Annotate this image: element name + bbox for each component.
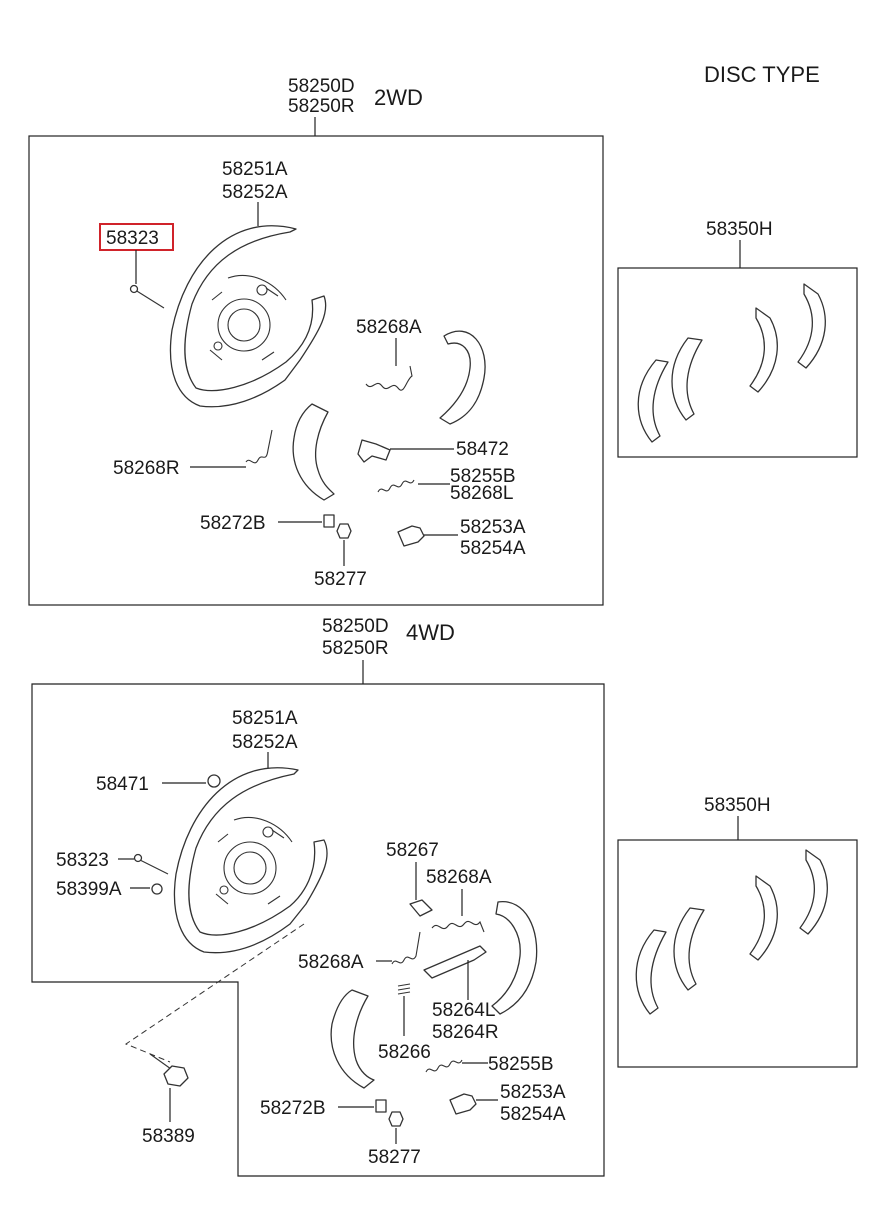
adjuster-bolt-drawing bbox=[375, 1099, 387, 1113]
assembly-box bbox=[28, 135, 604, 606]
variant-label: 2WD bbox=[374, 85, 423, 110]
assembly-box bbox=[31, 683, 605, 1177]
nut-code[interactable]: 58277 bbox=[368, 1147, 421, 1168]
assembly-code-1[interactable]: 58250D bbox=[288, 76, 355, 97]
shoe-kit-code[interactable]: 58350H bbox=[704, 795, 771, 816]
bottom-section-4wd: 58250D 58250R 4WD 58251A 58252A 58471 58… bbox=[31, 616, 858, 1177]
assembly-code-2[interactable]: 58250R bbox=[288, 96, 355, 117]
nut-drawing bbox=[388, 1111, 404, 1127]
shoe-kit-drawing bbox=[635, 849, 828, 1015]
shoe-kit-box bbox=[617, 267, 858, 458]
spring-a-lower-code[interactable]: 58268A bbox=[298, 952, 364, 973]
adjuster-bolt-code[interactable]: 58272B bbox=[200, 513, 266, 534]
spring-clip-drawing bbox=[397, 983, 411, 995]
spring-b-drawing bbox=[377, 479, 415, 493]
disc-type-title: DISC TYPE bbox=[704, 62, 820, 87]
plug-code[interactable]: 58471 bbox=[96, 774, 149, 795]
pin-drawing bbox=[129, 284, 165, 309]
adjuster-bolt-code[interactable]: 58272B bbox=[260, 1098, 326, 1119]
left-shoe-drawing bbox=[292, 403, 335, 501]
spring-a-upper-drawing bbox=[431, 920, 485, 933]
adjuster-drawing bbox=[449, 1093, 477, 1115]
backing-plate-drawing bbox=[173, 767, 328, 954]
spring-a-drawing bbox=[365, 365, 413, 391]
bolt-drawing bbox=[149, 1053, 189, 1087]
adjuster-code-2[interactable]: 58254A bbox=[460, 538, 526, 559]
top-section-2wd: 58250D 58250R 2WD 58251A 58252A 58323 58… bbox=[28, 76, 858, 606]
spring-a-code[interactable]: 58268A bbox=[356, 317, 422, 338]
backing-plate-drawing bbox=[169, 225, 327, 408]
shoe-kit-code[interactable]: 58350H bbox=[706, 219, 773, 240]
adjuster-bolt-drawing bbox=[323, 514, 335, 528]
left-shoe-drawing bbox=[330, 989, 375, 1089]
spring-r-drawing bbox=[245, 429, 273, 464]
cap-drawing bbox=[151, 883, 163, 895]
spring-r-code[interactable]: 58268R bbox=[113, 458, 180, 479]
retainer-code[interactable]: 58267 bbox=[386, 840, 439, 861]
lever-drawing bbox=[423, 945, 487, 979]
spring-b-code-2[interactable]: 58268L bbox=[450, 483, 513, 504]
spring-a-lower-drawing bbox=[391, 931, 421, 965]
plug-drawing bbox=[207, 774, 221, 788]
shoe-kit-box bbox=[617, 839, 858, 1068]
bolt-code[interactable]: 58389 bbox=[142, 1126, 195, 1147]
right-shoe-drawing bbox=[491, 901, 538, 1015]
spring-b-drawing bbox=[425, 1059, 463, 1073]
nut-drawing bbox=[336, 523, 352, 539]
lever-drawing bbox=[357, 439, 391, 463]
adjuster-code-1[interactable]: 58253A bbox=[500, 1082, 566, 1103]
pin-drawing bbox=[133, 853, 169, 875]
backing-plate-code-2[interactable]: 58252A bbox=[222, 182, 288, 203]
spring-b-code-1[interactable]: 58255B bbox=[450, 466, 516, 487]
nut-code[interactable]: 58277 bbox=[314, 569, 367, 590]
shoe-kit-drawing bbox=[637, 283, 826, 443]
pin-code[interactable]: 58323 bbox=[56, 850, 109, 871]
cap-code[interactable]: 58399A bbox=[56, 879, 122, 900]
spring-clip-code[interactable]: 58266 bbox=[378, 1042, 431, 1063]
assembly-code-1[interactable]: 58250D bbox=[322, 616, 389, 637]
assembly-code-2[interactable]: 58250R bbox=[322, 638, 389, 659]
right-shoe-drawing bbox=[439, 330, 486, 425]
adjuster-code-1[interactable]: 58253A bbox=[460, 517, 526, 538]
lever-code-2[interactable]: 58264R bbox=[432, 1022, 499, 1043]
variant-label: 4WD bbox=[406, 620, 455, 645]
spring-a-upper-code[interactable]: 58268A bbox=[426, 867, 492, 888]
bolt-callout-dashes bbox=[124, 923, 305, 1063]
spring-b-code[interactable]: 58255B bbox=[488, 1054, 554, 1075]
backing-plate-code-1[interactable]: 58251A bbox=[222, 159, 288, 180]
adjuster-drawing bbox=[397, 525, 425, 547]
lever-code[interactable]: 58472 bbox=[456, 439, 509, 460]
lever-code-1[interactable]: 58264L bbox=[432, 1000, 495, 1021]
backing-plate-code-1[interactable]: 58251A bbox=[232, 708, 298, 729]
retainer-drawing bbox=[409, 899, 433, 917]
backing-plate-code-2[interactable]: 58252A bbox=[232, 732, 298, 753]
pin-code[interactable]: 58323 bbox=[106, 228, 159, 249]
adjuster-code-2[interactable]: 58254A bbox=[500, 1104, 566, 1125]
